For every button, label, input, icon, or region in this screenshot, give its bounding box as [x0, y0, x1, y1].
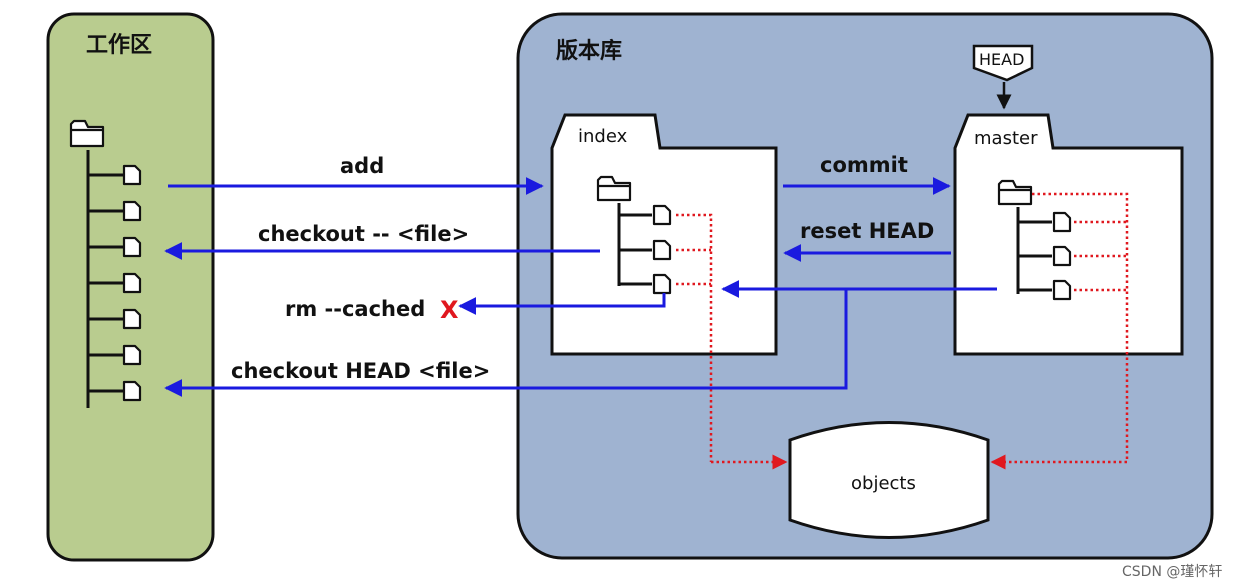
file-icon [652, 273, 672, 295]
workspace-file-tree [88, 164, 142, 402]
file-icon [652, 239, 672, 261]
file-icon [122, 164, 142, 186]
checkout-file-label: checkout -- <file> [258, 222, 469, 246]
checkout-head-file-label: checkout HEAD <file> [231, 359, 490, 383]
head-pointer: HEAD [972, 44, 1034, 110]
file-icon [122, 200, 142, 222]
index-objects-links [676, 213, 788, 470]
x-mark: X [440, 296, 459, 324]
file-icon [122, 236, 142, 258]
commit-arrow: commit [783, 153, 951, 195]
file-icon [122, 344, 142, 366]
master-label: master [974, 128, 1038, 149]
reset-head-arrow: reset HEAD [783, 219, 951, 262]
objects-label: objects [851, 473, 916, 494]
workspace-label: 工作区 [86, 33, 152, 58]
reset-head-label: reset HEAD [800, 219, 934, 243]
index-label: index [578, 126, 628, 147]
file-icon [122, 380, 142, 402]
file-icon [122, 308, 142, 330]
master-folder-icon [997, 179, 1033, 206]
watermark: CSDN @瑾怀轩 [1122, 564, 1222, 580]
checkout-file-arrow: checkout -- <file> [164, 222, 600, 260]
file-icon [1052, 211, 1072, 233]
add-arrow: add [168, 154, 544, 195]
file-icon [122, 272, 142, 294]
master-objects-links [990, 192, 1129, 470]
rm-cached-label: rm --cached [285, 297, 425, 321]
objects-store: objects [788, 421, 990, 539]
master-file-tree [1052, 211, 1072, 301]
file-icon [1052, 279, 1072, 301]
index-box: index [550, 113, 778, 356]
checkout-head-file-arrow: checkout HEAD <file> [164, 289, 848, 397]
master-box: master [953, 113, 1184, 356]
workspace-region: 工作区 [46, 12, 215, 562]
workspace-folder-icon [69, 119, 105, 148]
head-label: HEAD [979, 50, 1024, 69]
index-file-tree [652, 204, 672, 295]
index-folder-icon [596, 175, 632, 202]
file-icon [1052, 245, 1072, 267]
add-label: add [340, 154, 384, 178]
repository-label: 版本库 [556, 39, 622, 64]
commit-label: commit [820, 153, 908, 177]
rm-cached-arrow: rm --cached X [285, 293, 666, 324]
file-icon [652, 204, 672, 226]
